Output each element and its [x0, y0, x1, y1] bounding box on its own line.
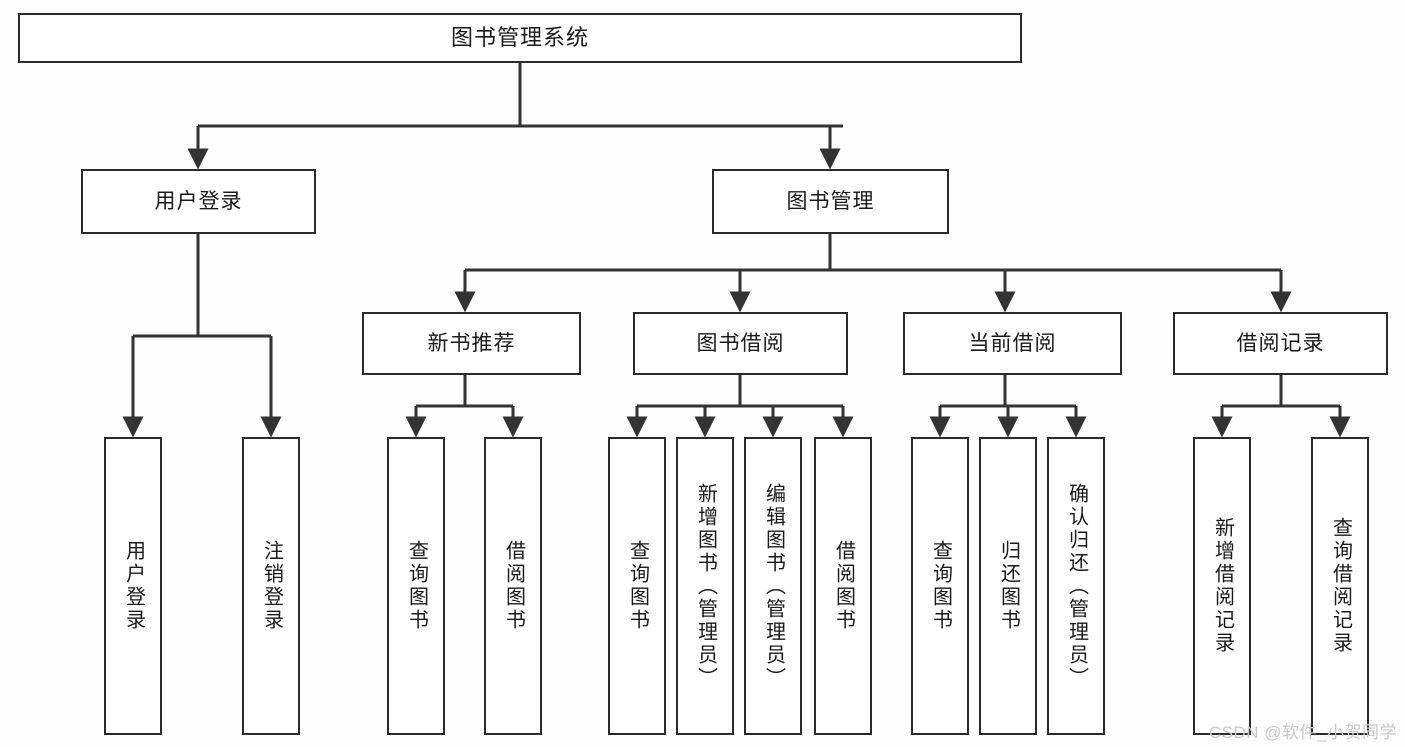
node-leaf-edit-book-label: 编辑图书（管理员）: [762, 482, 785, 690]
node-leaf-return-book-label: 归还图书: [997, 540, 1020, 632]
node-current-borrow-label: 当前借阅: [968, 331, 1057, 355]
node-leaf-query-book-2-label: 查询图书: [626, 540, 649, 632]
node-leaf-query-record-label: 查询借阅记录: [1329, 517, 1352, 655]
node-root-label: 图书管理系统: [450, 24, 589, 50]
node-leaf-query-book-2[interactable]: 查询图书: [608, 437, 666, 735]
node-leaf-confirm-return[interactable]: 确认归还（管理员）: [1047, 437, 1105, 735]
node-book-borrow[interactable]: 图书借阅: [633, 312, 848, 375]
node-leaf-borrow-book-1[interactable]: 借阅图书: [484, 437, 542, 735]
node-leaf-user-login-label: 用户登录: [122, 540, 145, 632]
node-leaf-add-record[interactable]: 新增借阅记录: [1193, 437, 1251, 735]
node-leaf-user-logout-label: 注销登录: [260, 540, 283, 632]
node-new-book-recommend[interactable]: 新书推荐: [362, 312, 581, 375]
node-leaf-edit-book[interactable]: 编辑图书（管理员）: [744, 437, 802, 735]
node-leaf-borrow-book-2[interactable]: 借阅图书: [814, 437, 872, 735]
node-leaf-add-record-label: 新增借阅记录: [1211, 517, 1234, 655]
node-leaf-query-book-3-label: 查询图书: [929, 540, 952, 632]
node-leaf-confirm-return-label: 确认归还（管理员）: [1065, 482, 1088, 690]
node-borrow-record-label: 借阅记录: [1236, 331, 1325, 355]
node-leaf-query-book-3[interactable]: 查询图书: [911, 437, 969, 735]
node-leaf-borrow-book-1-label: 借阅图书: [502, 540, 525, 632]
node-root[interactable]: 图书管理系统: [18, 13, 1022, 63]
node-leaf-user-logout[interactable]: 注销登录: [242, 437, 300, 735]
node-leaf-user-login[interactable]: 用户登录: [104, 437, 162, 735]
node-leaf-add-book-label: 新增图书（管理员）: [694, 482, 717, 690]
node-leaf-query-book-1[interactable]: 查询图书: [387, 437, 445, 735]
node-new-book-recommend-label: 新书推荐: [427, 331, 516, 355]
node-leaf-add-book[interactable]: 新增图书（管理员）: [676, 437, 734, 735]
node-leaf-query-record[interactable]: 查询借阅记录: [1311, 437, 1369, 735]
node-user-login[interactable]: 用户登录: [81, 169, 316, 234]
node-user-login-label: 用户登录: [154, 189, 243, 213]
node-current-borrow[interactable]: 当前借阅: [903, 312, 1122, 375]
node-book-manage-label: 图书管理: [786, 189, 875, 213]
node-borrow-record[interactable]: 借阅记录: [1173, 312, 1388, 375]
node-book-manage[interactable]: 图书管理: [712, 169, 949, 234]
node-leaf-query-book-1-label: 查询图书: [405, 540, 428, 632]
node-leaf-borrow-book-2-label: 借阅图书: [832, 540, 855, 632]
watermark: CSDN @软件_小贺同学: [1208, 723, 1397, 742]
node-leaf-return-book[interactable]: 归还图书: [979, 437, 1037, 735]
node-book-borrow-label: 图书借阅: [696, 331, 785, 355]
